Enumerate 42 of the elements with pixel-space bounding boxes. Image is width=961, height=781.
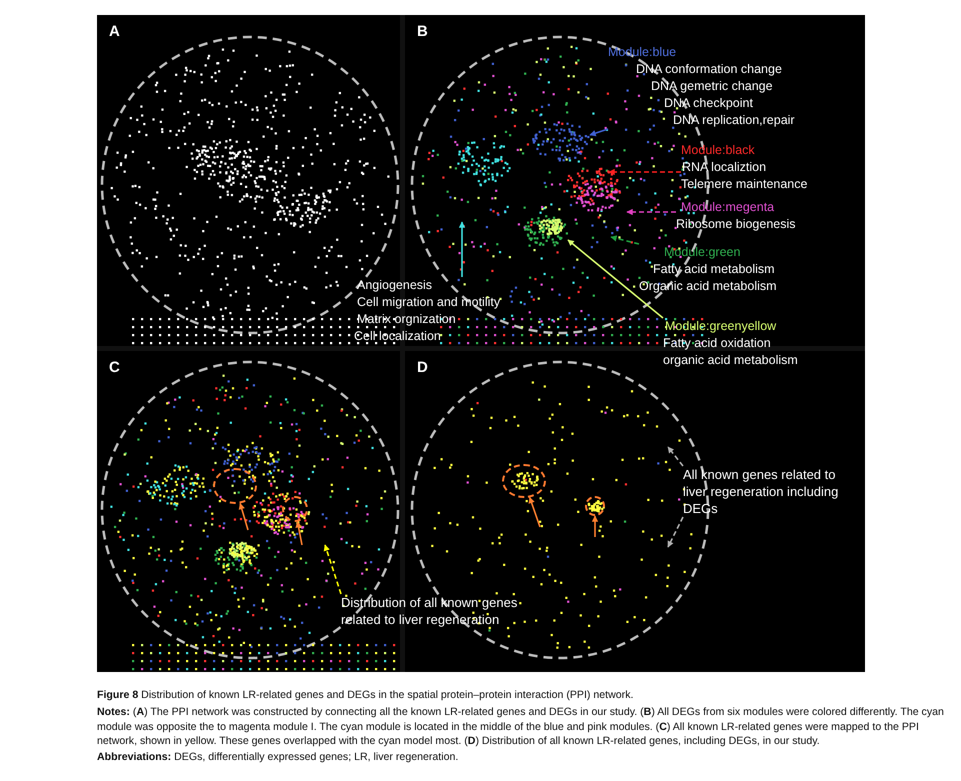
leader-arrow <box>667 516 684 548</box>
leader-arrow <box>238 502 249 530</box>
annotation-text: RNA localiztion <box>682 159 766 176</box>
annotation-text: Cell migration and motility <box>357 294 500 311</box>
panel-letter: B <box>417 23 428 40</box>
annotation-text: All known genes related to liver regeneration including DEGs <box>683 466 840 517</box>
dashed-circle-marker <box>282 496 308 522</box>
module-label: Module:black <box>681 142 755 159</box>
leader-arrow <box>626 208 676 216</box>
annotation-text: Fatty acid metabolism <box>653 261 775 278</box>
panel-letter: A <box>109 23 120 40</box>
annotation-text: organic acid metabolism <box>663 352 798 369</box>
annotation-text: DNA replication,repair <box>673 112 795 129</box>
annotation-text: Fatty acid oxidation <box>663 335 771 352</box>
dashed-circle-marker <box>213 468 257 504</box>
leader-arrow <box>458 221 466 277</box>
dashed-circle-marker <box>585 496 605 516</box>
module-label: Module:greenyellow <box>665 318 776 335</box>
leader-arrow <box>592 515 598 537</box>
leader-arrow <box>589 128 608 136</box>
annotation-text: DNA conformation change <box>636 61 782 78</box>
caption-note: Abbreviations: DEGs, differentially expressed genes; LR, liver regeneration. <box>97 750 460 764</box>
annotation-text: Organic acid metabolism <box>639 278 777 295</box>
dashed-circle-marker <box>502 464 546 498</box>
leader-arrow <box>608 168 681 176</box>
module-label: Module:blue <box>608 44 676 61</box>
leader-arrow <box>610 235 640 245</box>
figure-caption: Figure 8 Distribution of known LR-related genes and DEGs in the spatial protein–protein interaction (PPI) network. <box>97 688 634 702</box>
leader-arrow <box>568 239 664 319</box>
annotation-text: Cell localization <box>354 328 441 345</box>
leader-arrow <box>528 496 541 528</box>
panel-letter: D <box>417 359 428 376</box>
caption-note: Notes: (A) The PPI network was constructed by connecting all the known LR-related genes and DEGs in our study. (B) All DEGs from six modules were colored differently. The cyan module was opposite the to magenta module I. The cyan module is located in the middle of the blue and pink modules. (C) All known LR-related genes were mapped to the PPI network, shown in yellow. These genes overlapped with the cyan model most. (D) Distribution of all known LR-related genes, including DEGs, in our study. <box>97 705 945 748</box>
annotation-text: DNA gemetric change <box>651 78 773 95</box>
leader-arrow <box>667 446 684 466</box>
panel-letter: C <box>109 359 120 376</box>
module-label: Module:green <box>664 244 740 261</box>
module-label: Module:megenta <box>681 199 774 216</box>
leader-arrow <box>295 521 303 546</box>
annotation-text: Telemere maintenance <box>681 176 808 193</box>
leader-arrow <box>324 544 342 594</box>
annotation-text: Ribosome biogenesis <box>676 216 796 233</box>
